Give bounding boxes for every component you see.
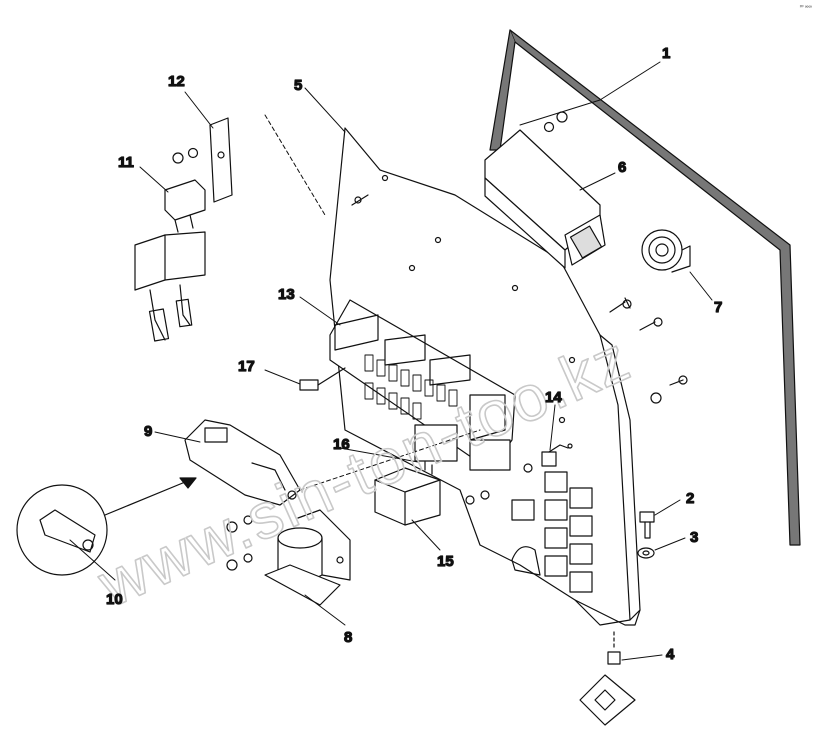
part-6-connector-housing (484, 111, 606, 269)
callout-11: 11 (118, 154, 134, 171)
callout-3: 3 (690, 529, 698, 546)
callout-10: 10 (106, 591, 123, 608)
part-8-buzzer (226, 509, 351, 606)
part-13-fuse-box (329, 299, 516, 471)
callout-2: 2 (686, 490, 694, 507)
callout-13: 13 (278, 286, 295, 303)
callout-6: 6 (618, 159, 626, 176)
fasteners-center (351, 194, 490, 505)
fasteners-right (609, 297, 688, 404)
part-12-bracket (172, 117, 233, 203)
callout-4: 4 (666, 646, 675, 663)
part-1-seal (489, 29, 801, 546)
part-17-diode (299, 367, 346, 391)
callout-17: 17 (238, 358, 255, 375)
corner-mark: ᵖᵖ ∞∞ (799, 4, 812, 10)
part-11-relay (134, 179, 206, 342)
part-15-relay (374, 461, 441, 526)
callout-9: 9 (144, 423, 152, 440)
callout-15: 15 (437, 553, 454, 570)
leader-lines (69, 61, 713, 661)
callout-14: 14 (545, 389, 562, 406)
callout-16: 16 (333, 436, 350, 453)
callout-12: 12 (168, 73, 185, 90)
callout-8: 8 (344, 629, 352, 646)
part-7-buzzer (641, 229, 691, 273)
callout-5: 5 (294, 77, 302, 94)
callout-labels: 1 2 3 4 5 6 7 8 9 10 11 12 13 14 15 16 1… (105, 44, 723, 663)
part-2-bolt (639, 511, 655, 539)
part-4-nut (579, 631, 636, 726)
part-3-washer (637, 547, 655, 559)
callout-1: 1 (662, 45, 670, 62)
part-14-stud (523, 443, 573, 473)
callout-7: 7 (714, 299, 722, 316)
